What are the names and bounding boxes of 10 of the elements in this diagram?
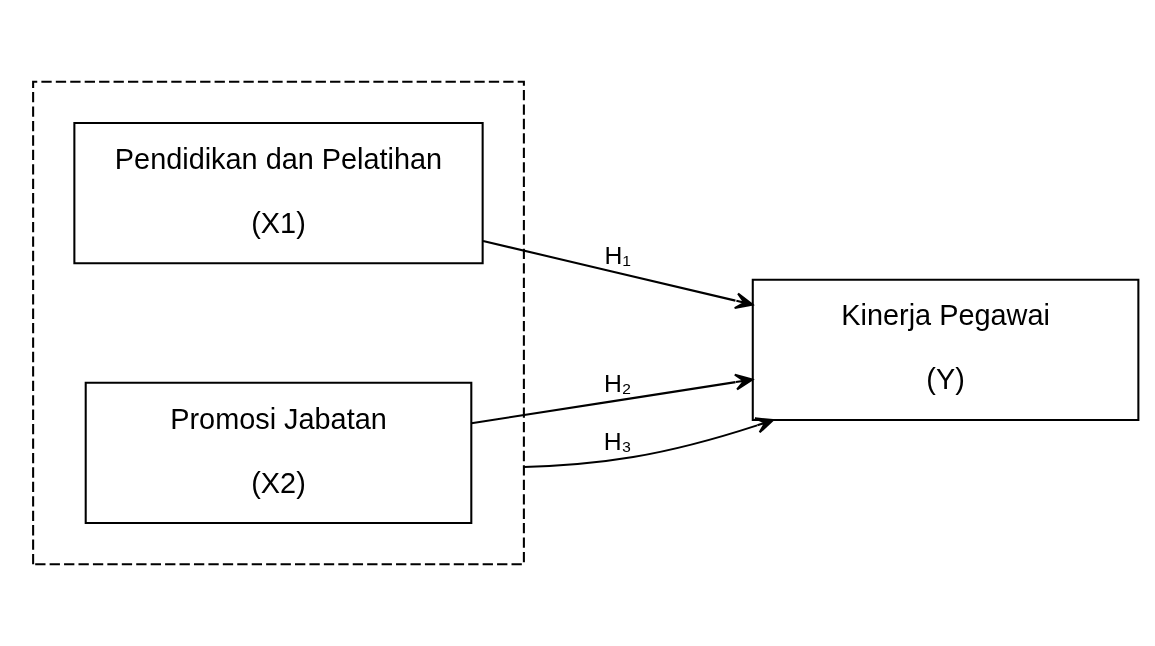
node-box: Promosi Jabatan (X2) <box>84 381 473 525</box>
node-box: Pendidikan dan Pelatihan (X1) <box>73 121 484 265</box>
cluster <box>32 80 525 566</box>
edge-label: H₃ <box>603 428 632 456</box>
arrow <box>523 417 775 469</box>
node-box: Kinerja Pegawai (Y) <box>751 278 1140 421</box>
arrow <box>471 373 754 425</box>
edge-label: H₂ <box>603 370 632 398</box>
edge-label: H₁ <box>604 242 631 270</box>
arrow <box>482 239 754 310</box>
